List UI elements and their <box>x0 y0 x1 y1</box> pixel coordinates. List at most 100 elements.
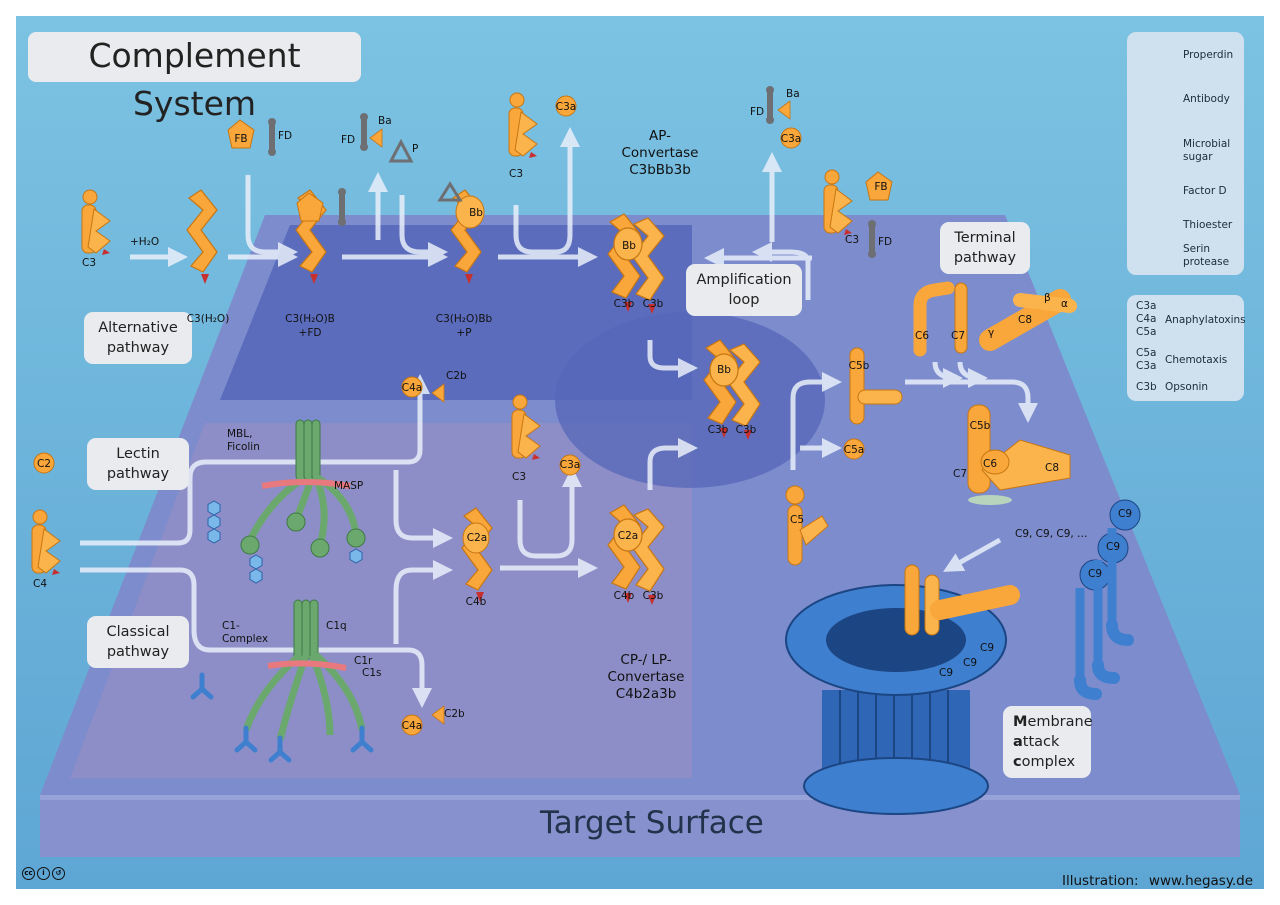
legend-symbols: Properdin Antibody Microbial sugar Facto… <box>1127 32 1244 275</box>
label-line: CP-/ LP- <box>620 652 672 668</box>
legend-functions: C3a C4a C5a Anaphylatoxins C5a C3a Chemo… <box>1127 295 1246 401</box>
legend-group-molecules: C3a C4a C5a <box>1136 300 1157 338</box>
mol-label: C6 <box>982 458 998 470</box>
mol-label: Bb <box>622 240 636 252</box>
mol-label: Bb <box>717 364 731 376</box>
label-line: C3bBb3b <box>629 162 691 178</box>
mol-label: C3b <box>735 424 757 436</box>
mol-label: C3(H₂O)B <box>285 313 335 325</box>
mol-label: C6 <box>914 330 930 342</box>
bold-letter: M <box>1013 714 1028 730</box>
label-line: Lectin <box>116 446 160 462</box>
mol-label: C3(H₂O) <box>186 313 230 325</box>
mol-label: C2a <box>617 530 639 542</box>
legend-item-antibody: Antibody <box>1183 93 1230 105</box>
mol-label: C2a <box>466 532 488 544</box>
mol-label: C3(H₂O)Bb <box>435 313 493 325</box>
mol-label: C2b <box>446 370 467 382</box>
mol-label: C1r <box>354 655 373 667</box>
mol-label: C3b <box>642 298 664 310</box>
lectin-pathway-label: Lectin pathway <box>87 438 189 490</box>
label-line: Terminal <box>954 230 1016 246</box>
illustration-label: Illustration: <box>1062 873 1139 889</box>
label-line: Membrane <box>1013 712 1093 732</box>
mol-label: Ba <box>378 115 392 127</box>
legend-group-role: Opsonin <box>1165 381 1209 393</box>
cc-license-icon: cc <box>22 867 35 880</box>
mol-label: C4b <box>613 590 635 602</box>
legend-item-properdin: Properdin <box>1183 49 1234 61</box>
legend-item-microbial-sugar: Microbial sugar <box>1183 138 1231 163</box>
mol-label: C4a <box>401 382 423 394</box>
bold-letter: a <box>1013 734 1023 750</box>
mol-label: C9 <box>1087 568 1103 580</box>
mol-label: γ <box>988 327 995 339</box>
label-line: pathway <box>953 250 1017 266</box>
label-rest: ttack <box>1022 734 1060 750</box>
label-line: Classical <box>106 624 170 640</box>
mol-label: C9 <box>1117 508 1133 520</box>
mol-label: C9 <box>979 642 995 654</box>
label-line: loop <box>728 292 760 308</box>
mol-label: MASP <box>334 480 364 492</box>
mol-label: +FD <box>298 327 322 339</box>
legend-group-role: Chemotaxis <box>1165 354 1228 366</box>
label-line: Amplification <box>696 272 792 288</box>
mol-label: C2 <box>36 458 52 470</box>
terminal-pathway-label: Terminal pathway <box>940 222 1030 274</box>
membrane-attack-complex-label: Membrane attack complex <box>1003 706 1093 778</box>
mol-label: C7 <box>952 468 968 480</box>
label-line: AP- <box>649 128 671 144</box>
ap-convertase-label: AP- Convertase C3bBb3b <box>610 128 710 179</box>
mol-label: FD <box>878 236 893 248</box>
label-line: complex <box>1013 752 1081 772</box>
mol-label: C3 <box>81 257 97 269</box>
legend-group-molecules: C3b <box>1136 381 1157 393</box>
label-rest: omplex <box>1021 754 1076 770</box>
mol-label: C3b <box>613 298 635 310</box>
legend-item-factor-d: Factor D <box>1183 185 1227 197</box>
mol-label: C5 <box>789 514 805 526</box>
mol-label: C1- Complex <box>222 620 269 645</box>
mol-label: C1s <box>362 667 382 679</box>
mol-label: α <box>1061 298 1068 310</box>
label-line: pathway <box>106 466 170 482</box>
mol-label: FB <box>234 133 248 145</box>
mol-label: C5b <box>848 360 870 372</box>
legend-group-role: Anaphylatoxins <box>1165 314 1246 326</box>
mol-label: C9, C9, C9, … <box>1015 528 1088 540</box>
by-license-icon: i <box>37 867 50 880</box>
mol-label: C4a <box>401 720 423 732</box>
mol-label: C9 <box>962 657 978 669</box>
label-line: Convertase <box>621 145 699 161</box>
mol-label: C3b <box>707 424 729 436</box>
mol-label: +H₂O <box>130 236 160 248</box>
mol-label: C4 <box>32 578 48 590</box>
legend-group-molecules: C5a C3a <box>1136 347 1157 372</box>
mol-label: P <box>412 143 419 155</box>
label-line: Convertase <box>607 669 685 685</box>
mol-label: C7 <box>950 330 966 342</box>
mol-label: C1q <box>326 620 347 632</box>
mol-label: MBL, Ficolin <box>227 428 260 453</box>
mol-label: FD <box>341 134 356 146</box>
illustration-url: www.hegasy.de <box>1148 873 1254 889</box>
mol-label: C3a <box>555 101 577 113</box>
bold-letter: c <box>1013 754 1022 770</box>
mol-label: C8 <box>1044 462 1060 474</box>
mol-label: Bb <box>469 207 483 219</box>
page-title: Complement System <box>28 32 361 123</box>
label-line: Alternative <box>98 320 178 336</box>
label-line: pathway <box>106 644 170 660</box>
mol-label: C3b <box>642 590 664 602</box>
label-line: pathway <box>106 340 170 356</box>
mol-label: C5a <box>843 444 865 456</box>
label-rest: embrane <box>1027 714 1093 730</box>
cp-lp-convertase-label: CP-/ LP- Convertase C4b2a3b <box>596 652 696 703</box>
mol-label: C5b <box>969 420 991 432</box>
label-line: C4b2a3b <box>615 686 677 702</box>
mol-label: C4b <box>465 596 487 608</box>
mol-label: C2b <box>444 708 465 720</box>
mol-label: +P <box>456 327 472 339</box>
